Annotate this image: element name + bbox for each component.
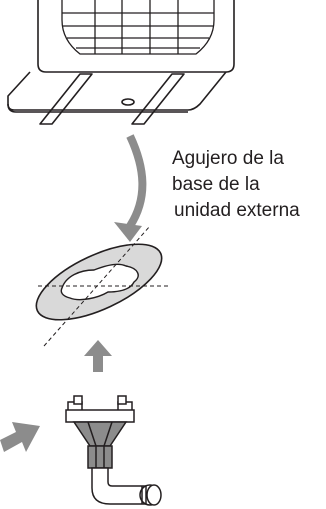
arrow-up — [84, 340, 112, 372]
side-arrow-partial — [0, 422, 40, 452]
mounting-bracket-right — [131, 73, 185, 125]
mounting-bracket-left — [39, 73, 93, 125]
outdoor-unit — [7, 0, 235, 125]
caption-line-2: base de la — [172, 174, 260, 195]
curved-arrow-down — [114, 134, 147, 242]
drain-elbow-fitting — [65, 395, 162, 506]
base-hole-caption: Agujero de la base de la unidad externa — [172, 146, 322, 224]
drain-gasket — [35, 225, 170, 347]
caption-line-1: Agujero de la — [172, 148, 284, 169]
fan-grille — [61, 0, 215, 55]
base-drain-hole — [121, 98, 135, 106]
caption-line-3: unidad externa — [174, 200, 300, 221]
